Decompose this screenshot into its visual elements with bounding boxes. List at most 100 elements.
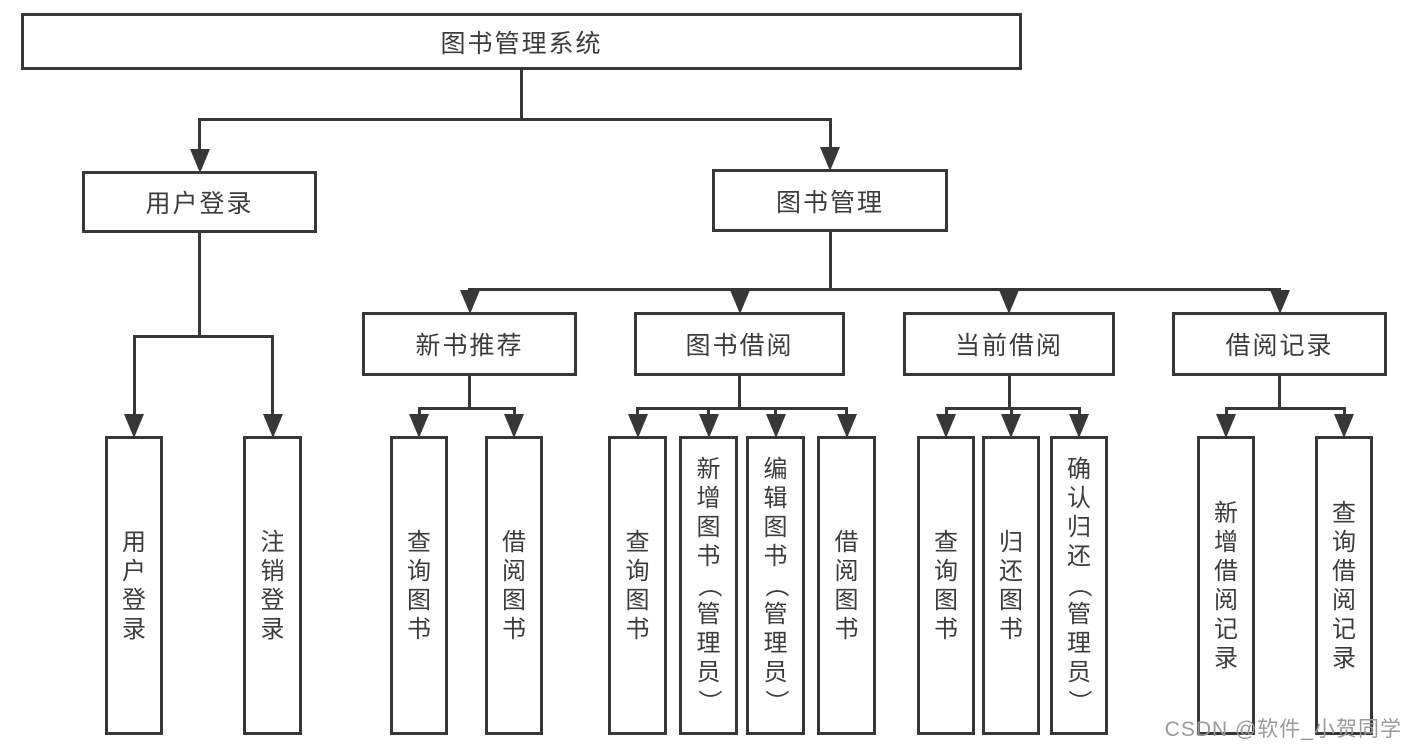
node-label-char: （ — [762, 573, 789, 598]
node-book-borrow: 图书借阅 — [634, 312, 845, 376]
node-label-char: 录 — [1214, 644, 1238, 672]
node-query-books-borrow: 查询图书 — [608, 436, 667, 735]
node-edit-book-admin: 编辑图书（管理员） — [746, 436, 805, 735]
node-current-borrow: 当前借阅 — [903, 312, 1115, 376]
connector-line — [828, 118, 832, 147]
connector-line — [738, 374, 741, 410]
node-label-char: 查 — [407, 528, 431, 556]
connector-line — [468, 374, 471, 410]
node-label-char: 图 — [934, 586, 958, 614]
arrowhead-down-icon — [1069, 414, 1089, 438]
node-label-char: 记 — [1214, 615, 1238, 643]
node-label-char: 询 — [407, 557, 431, 585]
connector-line — [636, 407, 639, 414]
node-label-char: 询 — [1332, 528, 1356, 556]
node-return-book: 归还图书 — [982, 436, 1040, 735]
node-label-char: ） — [1065, 689, 1093, 714]
node-label-char: 书 — [999, 615, 1023, 643]
connector-line — [1007, 374, 1011, 410]
arrowhead-down-icon — [124, 414, 144, 438]
connector-line — [738, 288, 741, 290]
node-label-char: 员 — [1067, 659, 1091, 686]
node-label-char: 图 — [834, 586, 859, 614]
connector-line — [1009, 407, 1013, 414]
node-user-login-action: 用户登录 — [105, 436, 163, 735]
arrowhead-down-icon — [936, 414, 956, 438]
node-label-char: 员 — [696, 659, 721, 686]
node-label-char: 增 — [1214, 528, 1238, 556]
connector-line — [132, 335, 274, 338]
node-label: 用户登录 — [145, 190, 254, 218]
node-label: 图书管理系统 — [440, 29, 603, 58]
node-label-char: 阅 — [834, 557, 859, 585]
node-label-char: 归 — [999, 528, 1023, 556]
node-label-char: 新 — [1214, 499, 1238, 527]
node-label-char: 辑 — [763, 485, 788, 512]
node-label-char: 录 — [260, 615, 285, 643]
node-label-char: 管 — [696, 601, 721, 628]
arrowhead-down-icon — [698, 414, 719, 438]
arrowhead-down-icon — [1269, 290, 1290, 314]
node-label-char: 新 — [696, 456, 721, 483]
node-label-char: 书 — [502, 615, 526, 643]
node-label-char: 借 — [1332, 557, 1356, 585]
node-label-char: 登 — [260, 586, 285, 614]
connector-line — [198, 231, 201, 338]
node-label-char: 询 — [934, 557, 958, 585]
node-label-char: 书 — [696, 543, 721, 570]
arrowhead-down-icon — [729, 290, 750, 314]
arrowhead-down-icon — [1216, 414, 1236, 438]
connector-line — [707, 407, 710, 414]
node-borrow-books-rec: 借阅图书 — [485, 436, 543, 735]
connector-line — [944, 407, 1081, 410]
connector-line — [132, 335, 136, 414]
connector-line — [1224, 407, 1346, 410]
node-label: 借阅记录 — [1225, 332, 1334, 360]
node-label-char: 查 — [934, 528, 958, 556]
node-label-char: 记 — [1332, 615, 1356, 643]
node-label-char: 确 — [1067, 456, 1091, 483]
connector-line — [828, 230, 832, 291]
connector-line — [417, 407, 516, 410]
node-label-char: 编 — [763, 456, 788, 483]
connector-line — [512, 407, 516, 414]
connector-line — [520, 68, 523, 121]
node-label-char: 图 — [502, 586, 526, 614]
node-add-book-admin: 新增图书（管理员） — [679, 436, 738, 735]
connector-line — [774, 407, 777, 414]
node-label-char: 书 — [834, 615, 859, 643]
node-borrow-books: 借阅图书 — [817, 436, 876, 735]
connector-line — [1278, 374, 1281, 410]
node-label-char: 增 — [696, 485, 721, 512]
node-label-char: ） — [695, 689, 722, 714]
arrowhead-down-icon — [189, 149, 210, 173]
node-label-char: 书 — [763, 543, 788, 570]
node-label-char: 员 — [763, 659, 788, 686]
arrowhead-down-icon — [262, 414, 283, 438]
node-label-char: 查 — [625, 528, 650, 556]
node-label-char: 管 — [763, 601, 788, 628]
node-label-char: 借 — [834, 528, 859, 556]
node-query-books-current: 查询图书 — [917, 436, 975, 735]
node-label-char: 阅 — [1214, 586, 1238, 614]
node-label-char: 询 — [625, 557, 650, 585]
node-query-books-rec: 查询图书 — [390, 436, 448, 735]
node-add-borrow-record: 新增借阅记录 — [1197, 436, 1255, 735]
node-label: 图书管理 — [775, 188, 884, 217]
arrowhead-down-icon — [1334, 414, 1354, 438]
arrowhead-down-icon — [1001, 414, 1021, 438]
node-label-char: 销 — [260, 557, 285, 585]
node-label-char: 书 — [934, 615, 958, 643]
node-book-mgmt: 图书管理 — [712, 169, 948, 232]
node-label-char: （ — [695, 573, 722, 598]
node-label-char: 图 — [999, 586, 1023, 614]
node-label-char: 登 — [122, 586, 146, 614]
node-label-char: 图 — [763, 514, 788, 541]
connector-line — [1278, 288, 1281, 290]
arrowhead-down-icon — [409, 414, 429, 438]
connector-line — [1224, 407, 1228, 414]
connector-line — [468, 288, 471, 290]
node-label-char: 书 — [625, 615, 650, 643]
node-label-char: 书 — [407, 615, 431, 643]
